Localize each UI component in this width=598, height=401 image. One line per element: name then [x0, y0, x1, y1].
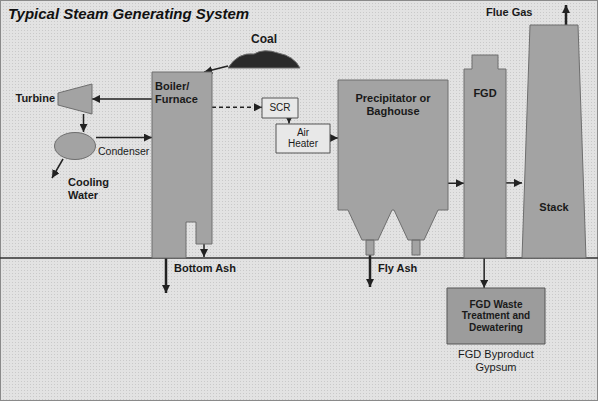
- fly-ash-label: Fly Ash: [378, 262, 417, 275]
- cooling-water-label: Cooling Water: [68, 176, 114, 201]
- bottom-ash-label: Bottom Ash: [174, 262, 236, 275]
- node-label: Air Heater: [281, 127, 325, 150]
- cooling-water-arrow: [52, 159, 63, 178]
- text-holder: FGD Waste Treatment and Dewatering: [447, 288, 545, 344]
- node-label: Precipitator or Baghouse: [348, 92, 438, 117]
- coal-pile-outline: [228, 48, 300, 68]
- coal-pile-shape: [228, 51, 300, 68]
- scr-box: SCR: [262, 98, 298, 118]
- label-holder: Flue Gas: [486, 6, 532, 19]
- text-holder: Precipitator or Baghouse: [348, 92, 438, 117]
- text-holder: Air Heater: [276, 124, 330, 153]
- condenser: Condenser: [54, 132, 96, 160]
- scr-box-shape: [262, 98, 298, 118]
- flue-gas-arrow: [565, 5, 568, 25]
- flow-arrow: [506, 182, 522, 184]
- node-label: Turbine: [15, 92, 55, 105]
- flow-arrow: [92, 98, 152, 100]
- flue-gas-label: Flue Gas: [486, 6, 532, 19]
- coal-pile: Coal: [228, 48, 300, 68]
- byproduct-label: FGD Byproduct Gypsum: [447, 348, 545, 373]
- text-holder: Boiler/ Furnace: [155, 80, 209, 105]
- flow-arrow: [448, 183, 464, 185]
- bottom-ash-arrow: [165, 258, 168, 293]
- flow-arrow: [288, 118, 290, 124]
- label-holder: Cooling Water: [68, 176, 114, 201]
- text-holder: SCR: [262, 98, 298, 118]
- stack-outline: [522, 25, 586, 258]
- ground-line: [0, 257, 598, 259]
- flow-arrow: [212, 107, 262, 109]
- text-holder: Condenser: [98, 145, 149, 157]
- fgd-absorber-shape: [464, 55, 506, 258]
- node-label: Coal: [218, 33, 310, 47]
- backpass-ash-arrow: [203, 244, 205, 257]
- flow-arrow: [483, 258, 485, 288]
- turbine-outline: [58, 84, 92, 114]
- fgd-waste-box-shape: [447, 288, 545, 344]
- fly-ash-arrow: [369, 255, 372, 287]
- turbine: Turbine: [58, 84, 92, 114]
- node-label: Boiler/ Furnace: [155, 80, 209, 105]
- air-heater-box-shape: [276, 124, 330, 153]
- flow-arrow: [83, 114, 85, 132]
- title-holder: Typical Steam Generating System: [8, 5, 249, 22]
- precipitator: Precipitator or Baghouse: [338, 80, 448, 255]
- label-holder: Fly Ash: [378, 262, 417, 275]
- fgd-absorber: FGD: [464, 55, 506, 258]
- label-holder: Bottom Ash: [174, 262, 236, 275]
- text-holder: Turbine: [15, 92, 55, 105]
- text-holder: Stack: [522, 201, 586, 214]
- boiler-furnace: Boiler/ Furnace: [152, 72, 212, 258]
- node-label: FGD: [464, 87, 506, 100]
- turbine-shape: [58, 84, 92, 114]
- flow-arrow: [330, 137, 338, 139]
- diagram-title: Typical Steam Generating System: [8, 5, 249, 22]
- node-label: Condenser: [98, 145, 149, 157]
- text-holder: FGD: [464, 87, 506, 100]
- label-holder: FGD Byproduct Gypsum: [447, 348, 545, 373]
- node-label: FGD Waste Treatment and Dewatering: [452, 299, 540, 334]
- node-label: SCR: [269, 102, 290, 114]
- stack: Stack: [522, 25, 586, 258]
- precipitator-shape: [338, 80, 448, 255]
- fgd-waste-box: FGD Waste Treatment and Dewatering: [447, 288, 545, 344]
- node-label: Stack: [522, 201, 586, 214]
- air-heater-box: Air Heater: [276, 124, 330, 153]
- flow-arrow: [204, 66, 228, 72]
- text-holder: Coal: [218, 33, 310, 47]
- boiler-furnace-shape: [152, 72, 212, 258]
- condenser-outline: [54, 132, 96, 160]
- stack-shape: [522, 25, 586, 258]
- condenser-shell: [55, 133, 96, 160]
- flow-arrow: [96, 137, 152, 139]
- fgd-absorber-outline: [464, 55, 506, 258]
